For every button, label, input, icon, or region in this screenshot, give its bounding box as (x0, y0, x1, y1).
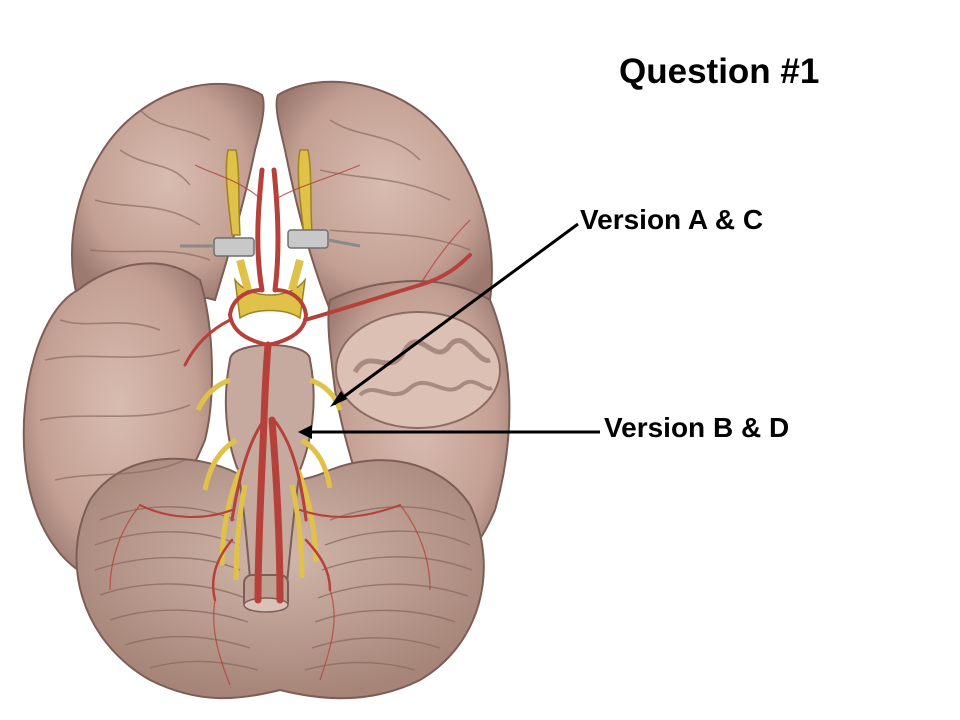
left-clamp (213, 237, 255, 257)
label-version-b-d: Version B & D (604, 412, 790, 443)
brainstem (224, 344, 315, 601)
pointer-arrows (298, 222, 600, 439)
right-clamp (287, 229, 329, 249)
slide-title: Question #1 (619, 52, 820, 91)
label-version-a-c: Version A & C (580, 204, 764, 235)
arterial-circle (139, 167, 472, 604)
arrow-version-ac (333, 222, 579, 406)
temporal-cut-section (335, 311, 501, 429)
optic-chiasm (233, 277, 307, 320)
